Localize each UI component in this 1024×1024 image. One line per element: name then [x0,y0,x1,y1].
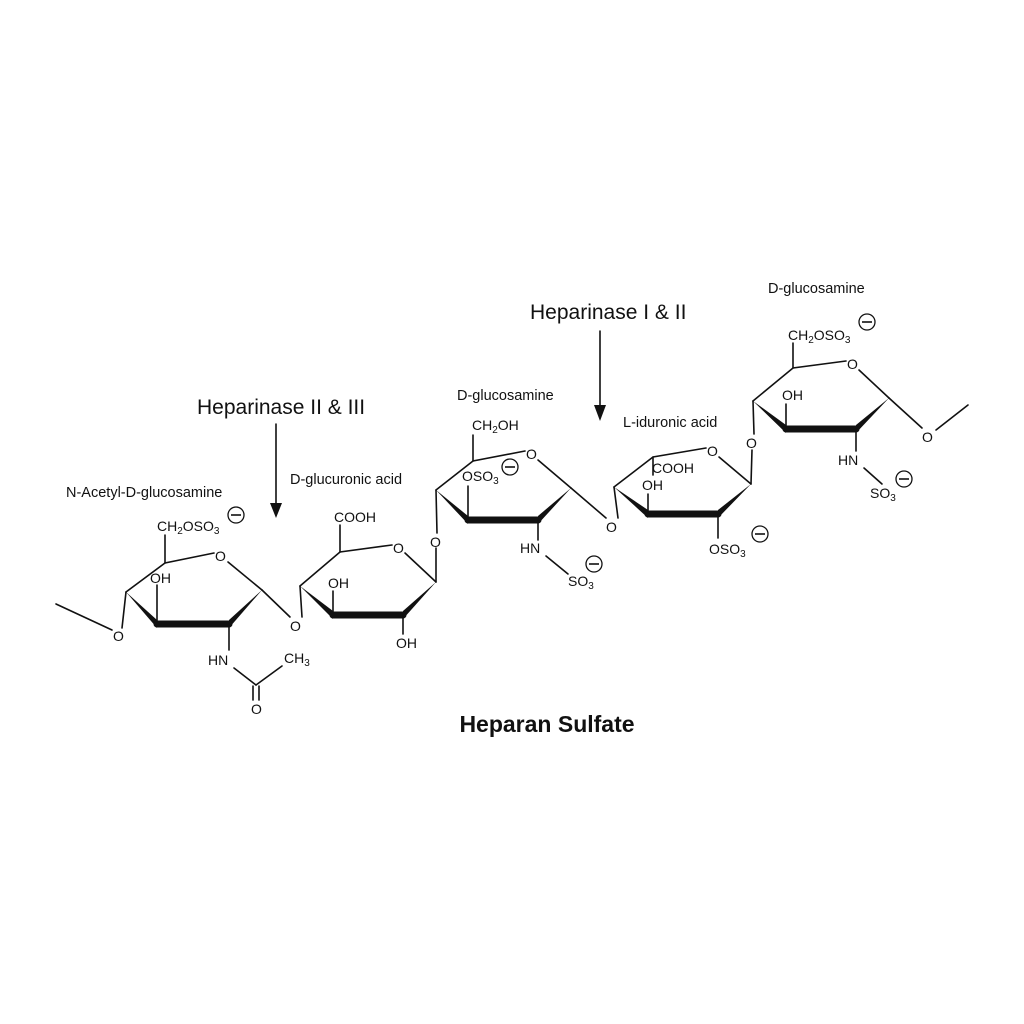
carboxyl-group: COOH [652,460,694,476]
sulfonate-group: SO3 [568,573,594,592]
negative-charge-icon [895,470,913,488]
terminal-oxygen: O [922,429,933,445]
ring-wedge [403,582,436,619]
residue-n-acetyl-d-glucosamine: N-Acetyl-D-glucosamine O O CH2OSO3 OH HN… [55,485,310,717]
negative-charge-icon [858,313,876,331]
amine-group: HN [520,540,540,556]
bond [121,591,127,629]
bond [545,555,569,575]
ring-oxygen: O [215,548,226,564]
ring-bond [718,456,752,485]
enzyme-label: Heparinase II & III [197,396,365,419]
glycosidic-bond [435,489,438,534]
hydroxyl-group: OH [642,477,663,493]
negative-charge-icon [751,525,769,543]
bond [233,667,257,686]
residue-name: L-iduronic acid [623,415,717,431]
carboxyl-group: COOH [334,509,376,525]
glycosidic-oxygen: O [430,534,441,550]
residue-l-iduronic-acid: L-iduronic acid O COOH OH OSO3 O [613,400,769,560]
ring-wedge [126,592,157,628]
ch2-group: CH2OSO3 [788,327,851,346]
hydroxymethyl-group: CH2OH [472,417,519,436]
enzyme-label: Heparinase I & II [530,301,686,324]
ring-oxygen: O [393,540,404,556]
ring-bond [858,369,890,399]
hydroxyl-group: OH [328,575,349,591]
hydroxyl-group: OH [150,570,171,586]
residue-name: D-glucosamine [457,388,554,404]
glycosidic-oxygen: O [290,618,301,634]
amine-group: HN [838,452,858,468]
residue-d-glucosamine-middle: D-glucosamine O CH2OH OSO3 HN SO3 O [435,388,619,592]
chain-bond [888,397,923,429]
residue-name: N-Acetyl-D-glucosamine [66,485,222,501]
ring-wedge [753,401,786,433]
chain-bond [55,603,113,631]
chain-bond [935,404,969,431]
ring-wedge [614,487,648,518]
ring-wedge [229,590,262,628]
ring-wedge [300,586,333,619]
link-oxygen: O [113,628,124,644]
ring-wedge [436,490,468,524]
ch2-group: CH2OSO3 [157,518,220,537]
diagram-title: Heparan Sulfate [459,711,634,737]
enzyme-heparinase-1-2: Heparinase I & II [530,301,686,421]
glycosidic-oxygen: O [746,435,757,451]
negative-charge-icon [585,555,603,573]
ring-bond [227,561,263,591]
residue-name: D-glucuronic acid [290,472,402,488]
bond [255,665,283,686]
amine-group: HN [208,652,228,668]
ring-wedge [856,398,889,433]
residue-d-glucuronic-acid: D-glucuronic acid O COOH OH OH O [290,472,441,651]
ring-oxygen: O [707,443,718,459]
sulfate-group: OSO3 [462,468,499,487]
glycosidic-bond [570,487,607,519]
cleavage-arrow-head [270,503,282,518]
ring-bond [404,552,437,583]
glycosidic-bond [752,400,755,435]
methyl-group: CH3 [284,650,310,669]
glycosidic-bond [299,585,303,618]
negative-charge-icon [227,506,245,524]
ring-oxygen: O [847,356,858,372]
bond [863,467,883,485]
glycosidic-bond [750,449,753,485]
enzyme-heparinase-2-3: Heparinase II & III [197,396,365,518]
hydroxyl-group: OH [396,635,417,651]
glycosidic-bond [613,486,619,519]
negative-charge-icon [501,458,519,476]
ring-wedge [718,484,751,518]
glycosidic-oxygen: O [606,519,617,535]
cleavage-arrow-head [594,405,606,421]
ring-wedge [538,488,571,524]
sulfonate-group: SO3 [870,485,896,504]
sulfate-group: OSO3 [709,541,746,560]
carbonyl-oxygen: O [251,701,262,717]
ring-oxygen: O [526,446,537,462]
glycosidic-bond [261,589,291,618]
hydroxyl-group: OH [782,387,803,403]
ring-bond [537,459,572,489]
residue-d-glucosamine-right: D-glucosamine O CH2OSO3 OH HN SO3 O [752,281,969,504]
residue-name: D-glucosamine [768,281,865,297]
